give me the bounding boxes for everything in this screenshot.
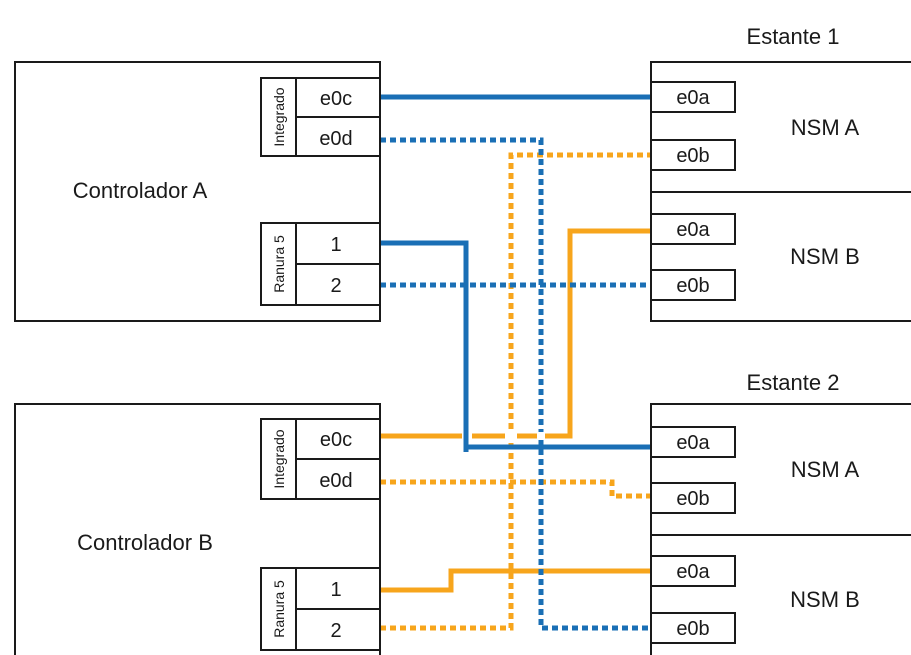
controller-b-port-e0d-label: e0d xyxy=(319,470,352,492)
controller-a-port-e0d-label: e0d xyxy=(319,128,352,150)
shelf-2: Estante 2 NSM A e0a e0b NSM B e0a e0b xyxy=(650,370,911,655)
shelf-2-nsm-a-port-e0b-label: e0b xyxy=(676,488,709,510)
controller-b-label: Controlador B xyxy=(77,530,213,555)
shelf-2-nsm-a-port-e0a-label: e0a xyxy=(676,432,710,454)
shelf-2-nsm-a-port-e0b[interactable] xyxy=(650,482,736,514)
shelf-1-nsm-a-port-e0b[interactable] xyxy=(650,139,736,171)
controller-b-port-1-label: 1 xyxy=(330,579,341,601)
shelf-1-nsm-a-port-e0a[interactable] xyxy=(650,81,736,113)
shelf-2-nsm-a-label: NSM A xyxy=(791,457,860,482)
cable-ad-shelf2-nsmb-e0b xyxy=(380,137,655,631)
controller-a-port-e0c-label: e0c xyxy=(320,88,352,110)
controller-a-onboard-label: Integrado xyxy=(271,87,287,146)
shelf-2-nsm-b-port-e0a[interactable] xyxy=(650,555,736,587)
controller-a-port-2-label: 2 xyxy=(330,275,341,297)
controller-b-port-e0c-label: e0c xyxy=(320,429,352,451)
shelf-1-nsm-b-port-e0a-label: e0a xyxy=(676,219,710,241)
cable-bd-shelf2-nsma-e0b xyxy=(380,479,655,499)
controller-b-slot-group xyxy=(260,567,297,651)
controller-b-slot-label: Ranura 5 xyxy=(271,580,287,638)
controller-b: Controlador B Integrado e0c e0d Ranura 5… xyxy=(14,403,381,655)
shelf-1: Estante 1 NSM A e0a e0b NSM B e0a e0b xyxy=(650,24,911,322)
cable-a1-shelf2-nsma-e0a xyxy=(380,240,655,450)
controller-a-onboard-group xyxy=(260,77,297,157)
controller-a-slot-label: Ranura 5 xyxy=(271,235,287,293)
controller-a-port-1-label: 1 xyxy=(330,234,341,256)
cable-bc-shelf1-nsmb-e0a xyxy=(380,228,655,439)
shelf-1-nsm-a-port-e0b-label: e0b xyxy=(676,145,709,167)
controller-b-onboard-group xyxy=(260,418,297,500)
shelf-1-nsm-b-label: NSM B xyxy=(790,244,860,269)
controller-b-port-2-label: 2 xyxy=(330,620,341,642)
shelf-2-nsm-b-port-e0a-label: e0a xyxy=(676,561,710,583)
shelf-1-nsm-b-port-e0b-label: e0b xyxy=(676,275,709,297)
cable-b1-shelf2-nsmb-e0a xyxy=(380,568,655,593)
controller-b-port-2[interactable] xyxy=(295,608,381,651)
shelf-1-nsm-b-port-e0b[interactable] xyxy=(650,269,736,301)
controller-a-label: Controlador A xyxy=(73,178,208,203)
controller-a-port-e0c[interactable] xyxy=(295,77,381,118)
shelf-1-label: Estante 1 xyxy=(747,24,840,49)
controller-a-port-2[interactable] xyxy=(295,263,381,306)
controller-a-slot-group xyxy=(260,222,297,306)
controller-b-onboard-label: Integrado xyxy=(271,429,287,488)
controller-a: Controlador A Integrado e0c e0d Ranura 5… xyxy=(14,61,381,322)
controller-a-port-e0d[interactable] xyxy=(295,116,381,157)
controller-b-port-e0d[interactable] xyxy=(295,458,381,500)
shelf-1-nsm-a-label: NSM A xyxy=(791,115,860,140)
shelf-1-nsm-b-port-e0a[interactable] xyxy=(650,213,736,245)
shelf-1-nsm-a-port-e0a-label: e0a xyxy=(676,87,710,109)
shelf-2-nsm-b-port-e0b-label: e0b xyxy=(676,618,709,640)
shelf-2-nsm-b-label: NSM B xyxy=(790,587,860,612)
shelf-2-nsm-a-port-e0a[interactable] xyxy=(650,426,736,458)
shelf-2-label: Estante 2 xyxy=(747,370,840,395)
cable-b2-shelf1-nsma-e0b xyxy=(380,152,655,631)
cables xyxy=(380,94,655,631)
controller-a-port-1[interactable] xyxy=(295,222,381,265)
shelf-2-nsm-b-port-e0b[interactable] xyxy=(650,612,736,644)
